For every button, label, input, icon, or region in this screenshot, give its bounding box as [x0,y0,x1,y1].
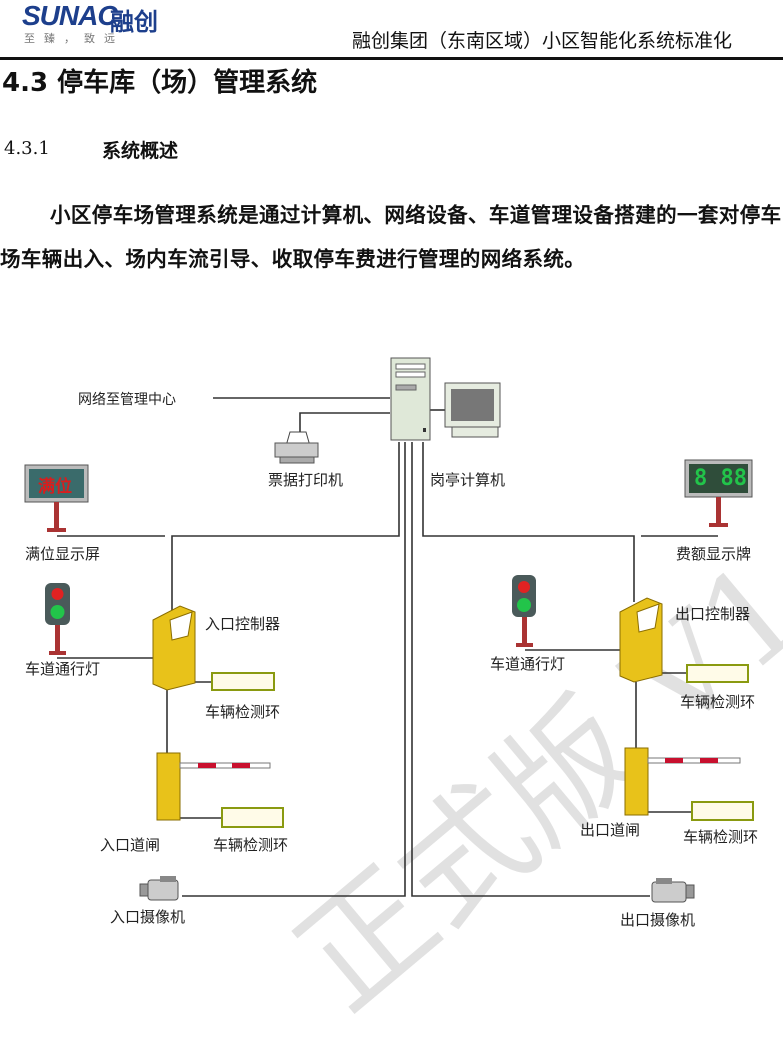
exit-camera-label: 出口摄像机 [620,911,696,929]
exit-controller-label: 出口控制器 [675,605,751,623]
exit-barrier-gate-icon [624,747,741,816]
printer-icon [274,431,319,464]
body-paragraph: 小区停车场管理系统是通过计算机、网络设备、车道管理设备搭建的一套对停车场车辆出入… [0,203,782,271]
exit-controller-icon [619,597,663,683]
entry-loop2-label: 车辆检测环 [213,836,289,854]
entry-traffic-light-icon [45,583,70,655]
wiring [57,397,718,897]
fee-sign-label: 费额显示牌 [676,545,752,563]
full-sign-text: 满位 [38,477,72,497]
full-sign-label: 满位显示屏 [25,545,101,563]
exit-loop1-label: 车辆检测环 [680,693,756,711]
entry-barrier-gate-icon [156,752,271,821]
server-icon [390,357,431,441]
entry-light-label: 车道通行灯 [25,660,101,678]
network-label: 网络至管理中心 [78,392,176,408]
entry-controller-label: 入口控制器 [205,615,281,633]
logo-text: SUNAC [22,0,118,31]
entry-camera-icon [139,876,179,901]
subsection-number: 4.3.1 [4,138,50,159]
parking-system-diagram [24,357,754,903]
exit-camera-icon [651,878,695,903]
entry-loop1-label: 车辆检测环 [205,703,281,721]
subsection-title: 系统概述 [102,140,179,162]
entry-gate-label: 入口道闸 [100,836,161,854]
fee-sign-display-icon [684,459,753,527]
printer-label: 票据打印机 [268,471,344,489]
logo-slogan: 至臻，致远 [24,32,124,45]
entry-loop-detector-2-icon [221,807,284,828]
exit-gate-label: 出口道闸 [580,821,641,839]
exit-traffic-light-icon [512,575,536,647]
exit-loop-detector-2-icon [691,801,754,821]
document-title: 融创集团（东南区域）小区智能化系统标准化 [352,30,733,52]
exit-loop-detector-1-icon [686,664,749,683]
computer-monitor-icon [444,382,501,438]
logo-cn: 融创 [110,8,158,36]
entry-controller-icon [152,605,196,691]
entry-camera-label: 入口摄像机 [110,908,186,926]
exit-loop2-label: 车辆检测环 [683,828,759,846]
fee-sign-text: 8 88 [694,466,747,491]
section-heading: 4.3 停车库（场）管理系统 [2,68,318,98]
full-sign-display-icon [24,464,89,532]
exit-light-label: 车道通行灯 [490,655,566,673]
entry-loop-detector-1-icon [211,672,275,691]
header-divider [0,57,783,60]
booth-pc-label: 岗亭计算机 [430,471,506,489]
